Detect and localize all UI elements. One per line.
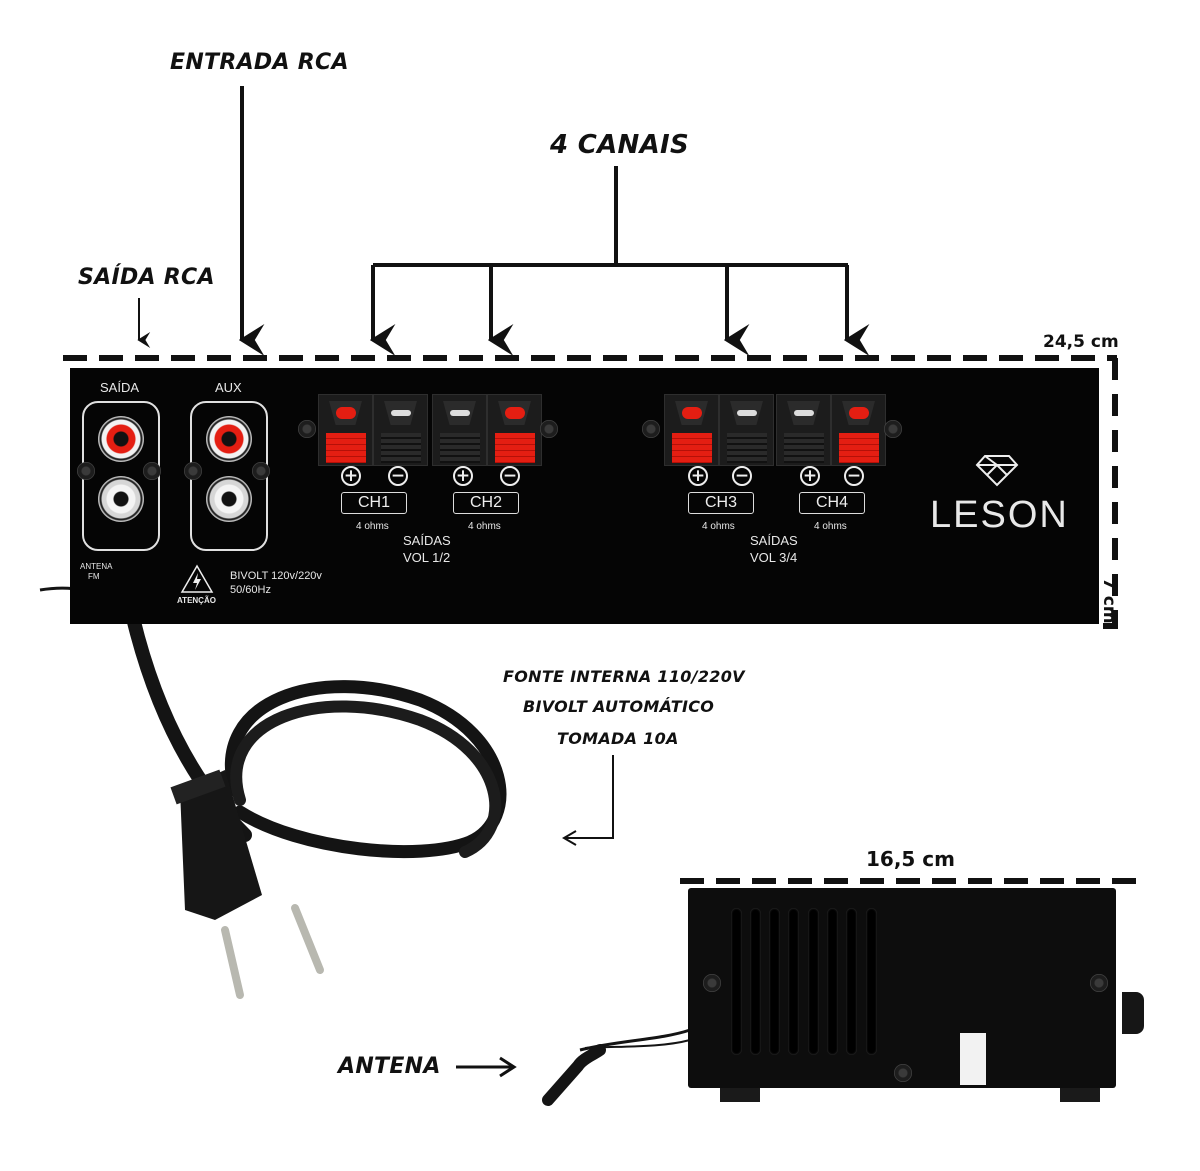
antena-callout: ANTENA [338,1054,441,1079]
antena-fm-label-line1: ANTENA [80,562,113,571]
antenna-wire-image [542,1028,691,1106]
plug-image [170,769,324,999]
saida-jack-label: SAÍDA [100,380,140,395]
group-a-label-line1: SAÍDAS [403,533,451,548]
group-a-label-line2: VOL 1/2 [403,550,451,565]
group-b-label-line1: SAÍDAS [750,533,798,548]
vent-slot [788,908,799,1055]
antena-fm-label-line2: FM [88,572,100,581]
minus-icon: − [732,466,752,486]
canais-arrow-tree [369,166,870,356]
saida-rca-right-jack[interactable] [98,416,144,462]
screw-icon [77,462,95,480]
antena-arrow [456,1056,517,1078]
fonte-callout-line2: BIVOLT AUTOMÁTICO [523,697,715,716]
plus-icon: + [688,466,708,486]
leson-diamond-logo-icon [975,455,1019,487]
saida-rca-left-jack[interactable] [98,476,144,522]
screw-icon [703,974,721,992]
group-b-label-line2: VOL 3/4 [750,550,798,565]
ch1-negative-terminal[interactable] [373,394,428,466]
ch2-impedance: 4 ohms [468,521,501,532]
vent-slot [750,908,761,1055]
screw-icon [894,1064,912,1082]
side-depth-dimension: 16,5 cm [866,847,956,871]
frequency-label: 50/60Hz [230,584,271,596]
ch3-negative-terminal[interactable] [719,394,774,466]
ch1-positive-terminal[interactable] [318,394,373,466]
ch2-negative-terminal[interactable] [487,394,542,466]
fonte-callout-line3: TOMADA 10A [557,729,679,748]
minus-icon: − [844,466,864,486]
ch1-impedance: 4 ohms [356,521,389,532]
ch4-label: CH4 [799,492,865,514]
aux-rca-right-jack[interactable] [206,416,252,462]
spec-sticker [960,1033,986,1085]
aux-rca-left-jack[interactable] [206,476,252,522]
rear-width-dimension: 24,5 cm [1043,332,1119,352]
ch4-positive-terminal[interactable] [776,394,831,466]
screw-icon [884,420,902,438]
vent-slot [808,908,819,1055]
vent-slot [846,908,857,1055]
vent-slot [866,908,877,1055]
bivolt-label: BIVOLT 120v/220v [230,570,322,582]
ch1-label: CH1 [341,492,407,514]
vent-slot [769,908,780,1055]
saida-rca-callout: SAÍDA RCA [78,265,215,290]
amplifier-side-view [688,888,1116,1088]
atencao-label: ATENÇÃO [177,596,216,605]
vent-slot [731,908,742,1055]
ch3-positive-terminal[interactable] [664,394,719,466]
entrada-rca-callout: ENTRADA RCA [170,50,349,75]
ch2-label: CH2 [453,492,519,514]
rubber-foot [1060,1088,1100,1102]
volume-knob[interactable] [1122,992,1144,1034]
screw-icon [252,462,270,480]
ch4-impedance: 4 ohms [814,521,847,532]
aux-jack-label: AUX [215,380,242,395]
screw-icon [184,462,202,480]
screw-icon [1090,974,1108,992]
minus-icon: − [388,466,408,486]
brand-logo-text: LESON [930,494,1069,536]
screw-icon [298,420,316,438]
high-voltage-warning-icon [180,564,214,593]
ch3-impedance: 4 ohms [702,521,735,532]
screw-icon [642,420,660,438]
amplifier-rear-panel: SAÍDA AUX ANTENA FM ATENÇÃO BIVOLT 120v/… [70,368,1099,624]
rubber-foot [720,1088,760,1102]
plus-icon: + [453,466,473,486]
quatro-canais-callout: 4 CANAIS [550,130,690,160]
screw-icon [540,420,558,438]
vent-slot [827,908,838,1055]
ch3-label: CH3 [688,492,754,514]
minus-icon: − [500,466,520,486]
ch2-positive-terminal[interactable] [432,394,487,466]
fonte-callout-line1: FONTE INTERNA 110/220V [503,667,745,686]
plus-icon: + [800,466,820,486]
fonte-arrow [562,755,614,846]
ch4-negative-terminal[interactable] [831,394,886,466]
screw-icon [143,462,161,480]
plus-icon: + [341,466,361,486]
